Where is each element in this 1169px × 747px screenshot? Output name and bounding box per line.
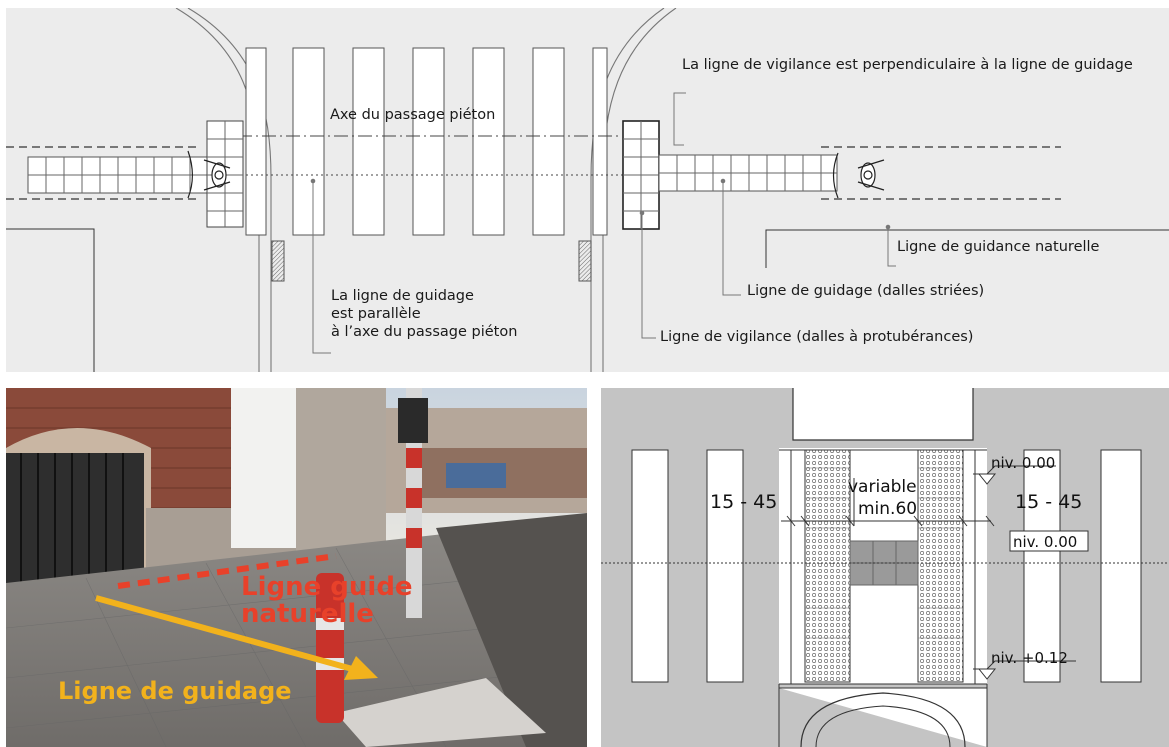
island-top — [792, 388, 974, 441]
top-diagram-panel: Axe du passage piéton La ligne de vigila… — [6, 8, 1169, 372]
yellow-arrow-head — [344, 656, 378, 680]
plan-zebra-stripes — [631, 449, 1142, 683]
plan-width-right: 15 - 45 — [1015, 491, 1082, 513]
iron-gate — [6, 453, 144, 593]
zebra-stripes — [245, 47, 608, 236]
white-door — [231, 388, 299, 548]
photo-label-guidage: Ligne de guidage — [58, 677, 292, 705]
guidance-strip-left — [27, 156, 211, 194]
leader-lines — [312, 92, 896, 354]
vigilance-strip-right — [917, 449, 964, 683]
refuge-plan-drawing: 15 - 45 15 - 45 variable min.60 niv. 0.0… — [601, 388, 1169, 747]
street-photo-illustration: Ligne guide naturelle Ligne de guidage — [6, 388, 587, 747]
plan-niv-mid: niv. 0.00 — [1013, 533, 1077, 551]
label-parallele-line3: à l’axe du passage piéton — [331, 324, 517, 340]
photo-label-naturelle-2: naturelle — [241, 599, 374, 629]
label-parallele-line2: est parallèle — [331, 306, 421, 322]
vigilance-strip-left — [804, 449, 851, 683]
street-photo-drawing: Ligne guide naturelle Ligne de guidage — [6, 388, 587, 747]
dashed-lines-left — [6, 146, 196, 200]
guidance-tiles-center — [849, 540, 919, 586]
leader-dots — [310, 178, 891, 230]
level-markers — [973, 465, 1089, 680]
sidewalk-edge-left — [6, 228, 95, 372]
refuge-plan-detail: 15 - 45 15 - 45 variable min.60 niv. 0.0… — [601, 388, 1169, 747]
guidance-strip-right — [658, 154, 838, 192]
traffic-light — [398, 398, 428, 443]
label-axe-passage: Axe du passage piéton — [330, 107, 495, 123]
plan-variable-label: variable — [848, 477, 917, 497]
hatched-marker-left — [271, 240, 285, 282]
bollard-front — [316, 573, 344, 723]
crossing-top-view-drawing: Axe du passage piéton La ligne de vigila… — [6, 8, 1169, 372]
dimension-lines — [781, 478, 995, 527]
hatched-marker-right — [578, 240, 592, 282]
label-ligne-vigilance: Ligne de vigilance (dalles à protubéranc… — [660, 329, 973, 345]
yellow-arrow-line — [95, 595, 357, 673]
label-vigilance-perpendiculaire: La ligne de vigilance est perpendiculair… — [682, 57, 1133, 73]
photo-label-naturelle-1: Ligne guide — [241, 572, 413, 602]
plan-niv-top: niv. 0.00 — [991, 454, 1055, 472]
natural-guidance-line — [765, 229, 1169, 268]
island-bottom-arc — [800, 692, 966, 747]
label-guidance-naturelle: Ligne de guidance naturelle — [897, 239, 1100, 255]
dashed-lines-right — [821, 146, 1061, 200]
plan-min-label: min.60 — [858, 499, 917, 519]
pedestrian-left-icon — [187, 150, 231, 199]
red-dash-line — [117, 553, 337, 589]
label-ligne-guidage: Ligne de guidage (dalles striées) — [747, 283, 984, 299]
pedestrian-right-icon — [832, 152, 885, 199]
tactile-tiles — [336, 678, 546, 747]
label-parallele-line1: La ligne de guidage — [331, 288, 474, 304]
plan-width-left: 15 - 45 — [710, 491, 777, 513]
plan-niv-bottom: niv. +0.12 — [991, 649, 1068, 667]
